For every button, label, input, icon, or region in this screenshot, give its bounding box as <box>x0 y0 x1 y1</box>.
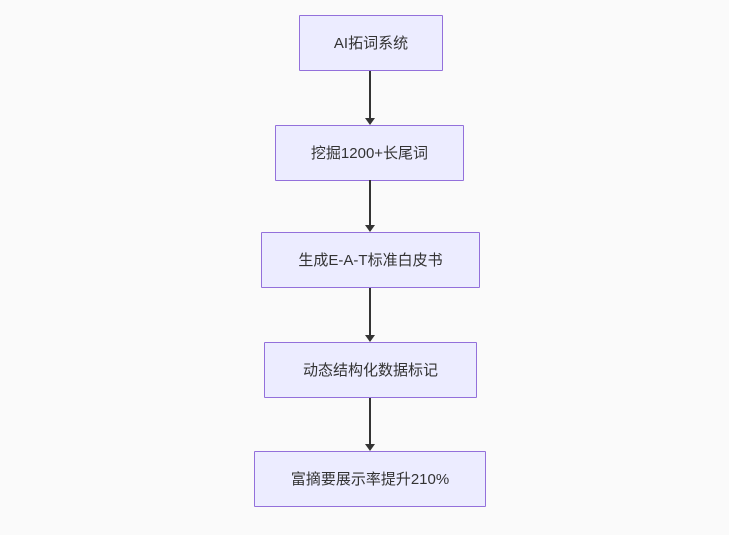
node-label: 富摘要展示率提升210% <box>290 470 450 488</box>
arrowhead-icon <box>365 335 375 342</box>
flow-node-structured-data-markup: 动态结构化数据标记 <box>264 342 477 398</box>
flow-edge <box>364 288 376 342</box>
node-label: 生成E-A-T标准白皮书 <box>298 251 443 269</box>
flow-edge <box>364 71 376 125</box>
arrow-line <box>369 71 371 118</box>
arrowhead-icon <box>365 118 375 125</box>
flow-edge <box>364 180 376 232</box>
flow-node-ai-keyword-system: AI拓词系统 <box>299 15 443 71</box>
flow-node-rich-snippet-uplift: 富摘要展示率提升210% <box>254 451 486 507</box>
flow-node-eat-whitepaper: 生成E-A-T标准白皮书 <box>261 232 480 288</box>
flow-edge <box>364 398 376 451</box>
node-label: 挖掘1200+长尾词 <box>310 144 429 162</box>
flow-node-longtail-mining: 挖掘1200+长尾词 <box>275 125 464 181</box>
node-label: 动态结构化数据标记 <box>302 361 438 379</box>
arrowhead-icon <box>365 225 375 232</box>
arrowhead-icon <box>365 444 375 451</box>
node-label: AI拓词系统 <box>333 34 409 52</box>
arrow-line <box>369 288 371 335</box>
arrow-line <box>369 180 371 225</box>
arrow-line <box>369 398 371 444</box>
